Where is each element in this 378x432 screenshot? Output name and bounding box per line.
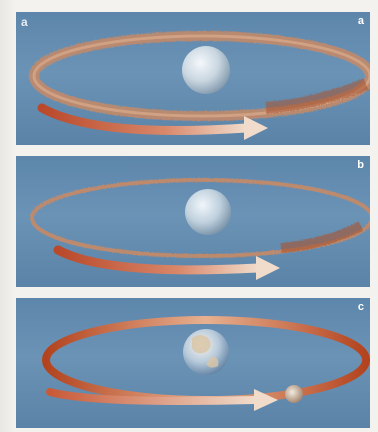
planet-icon [182, 46, 230, 94]
panel-a: a a [16, 12, 370, 145]
planet-icon [185, 189, 231, 235]
panel-a-corner-mark: a [21, 15, 28, 29]
panel-c-label: c [358, 301, 364, 313]
page-margin [0, 0, 16, 432]
panel-a-label: a [358, 15, 364, 27]
panel-b-label: b [357, 159, 364, 171]
panel-b-illustration [16, 156, 370, 287]
panel-b: b [16, 156, 370, 287]
panel-c-illustration [16, 298, 370, 428]
panel-a-illustration [16, 12, 370, 145]
panel-c: c [16, 298, 370, 428]
moon-icon [285, 385, 303, 403]
